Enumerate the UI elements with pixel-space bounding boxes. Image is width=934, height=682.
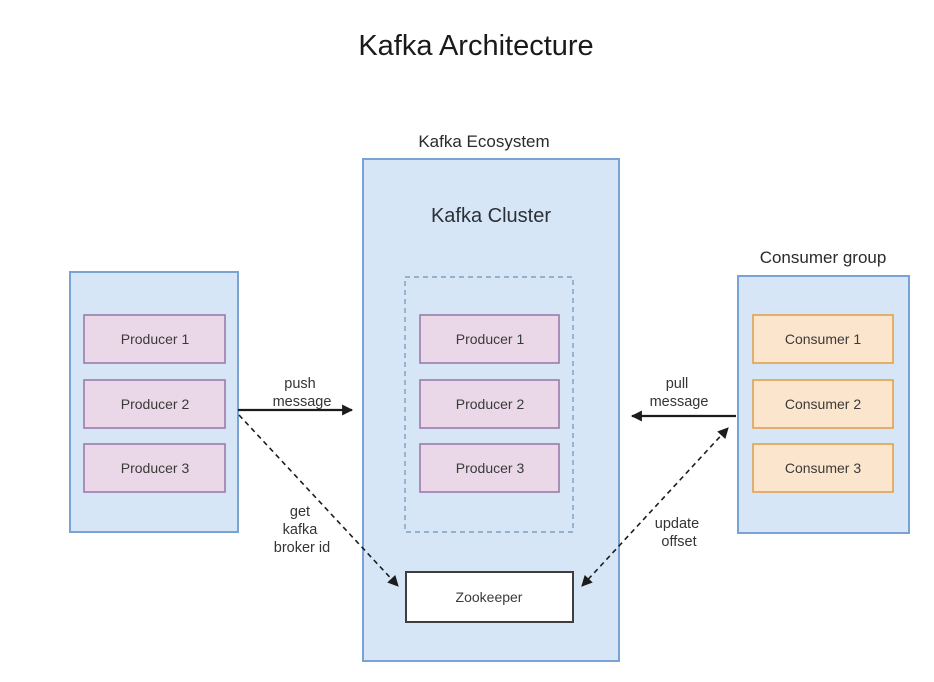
get-broker-id-label: get kafka broker id xyxy=(274,504,330,556)
consumer-2-label: Consumer 2 xyxy=(785,396,861,412)
consumer-1-label: Consumer 1 xyxy=(785,331,861,347)
pull-message-label: pull message xyxy=(650,376,709,410)
consumer-3-box xyxy=(752,443,894,493)
cluster-producer-3-box xyxy=(419,443,560,493)
cluster-producer-1-label: Producer 1 xyxy=(456,331,525,347)
update-offset-label: update offset xyxy=(655,516,703,550)
producer-2-label: Producer 2 xyxy=(121,396,190,412)
producer-3-label: Producer 3 xyxy=(121,460,190,476)
kafka-ecosystem-label: Kafka Ecosystem xyxy=(418,132,549,151)
consumer-3-label: Consumer 3 xyxy=(785,460,861,476)
arrows-layer: push message pull message get kafka brok… xyxy=(238,376,736,587)
consumer-group-panel: Consumer group Consumer 1 Consumer 2 Con… xyxy=(737,248,910,534)
producer-1-label: Producer 1 xyxy=(121,331,190,347)
cluster-producer-3-label: Producer 3 xyxy=(456,460,525,476)
consumer-1-box xyxy=(752,314,894,364)
producer-3-box xyxy=(83,443,226,493)
cluster-producer-2-label: Producer 2 xyxy=(456,396,525,412)
cluster-producer-1-box xyxy=(419,314,560,364)
consumer-2-box xyxy=(752,379,894,429)
cluster-producer-2-box xyxy=(419,379,560,429)
kafka-cluster-label: Kafka Cluster xyxy=(431,205,551,227)
zookeeper-label: Zookeeper xyxy=(456,589,523,605)
producer-1-box xyxy=(83,314,226,364)
kafka-cluster-dashed-box xyxy=(404,276,574,533)
zookeeper-box xyxy=(405,571,574,623)
get-broker-id-arrow xyxy=(238,414,399,587)
producer-2-box xyxy=(83,379,226,429)
kafka-ecosystem-panel: Kafka Ecosystem Kafka Cluster Producer 1… xyxy=(362,132,620,662)
producers-panel: Producer 1 Producer 2 Producer 3 xyxy=(69,271,239,533)
push-message-label: push message xyxy=(273,376,332,410)
diagram-title: Kafka Architecture xyxy=(358,30,593,62)
consumer-group-label: Consumer group xyxy=(760,248,887,267)
